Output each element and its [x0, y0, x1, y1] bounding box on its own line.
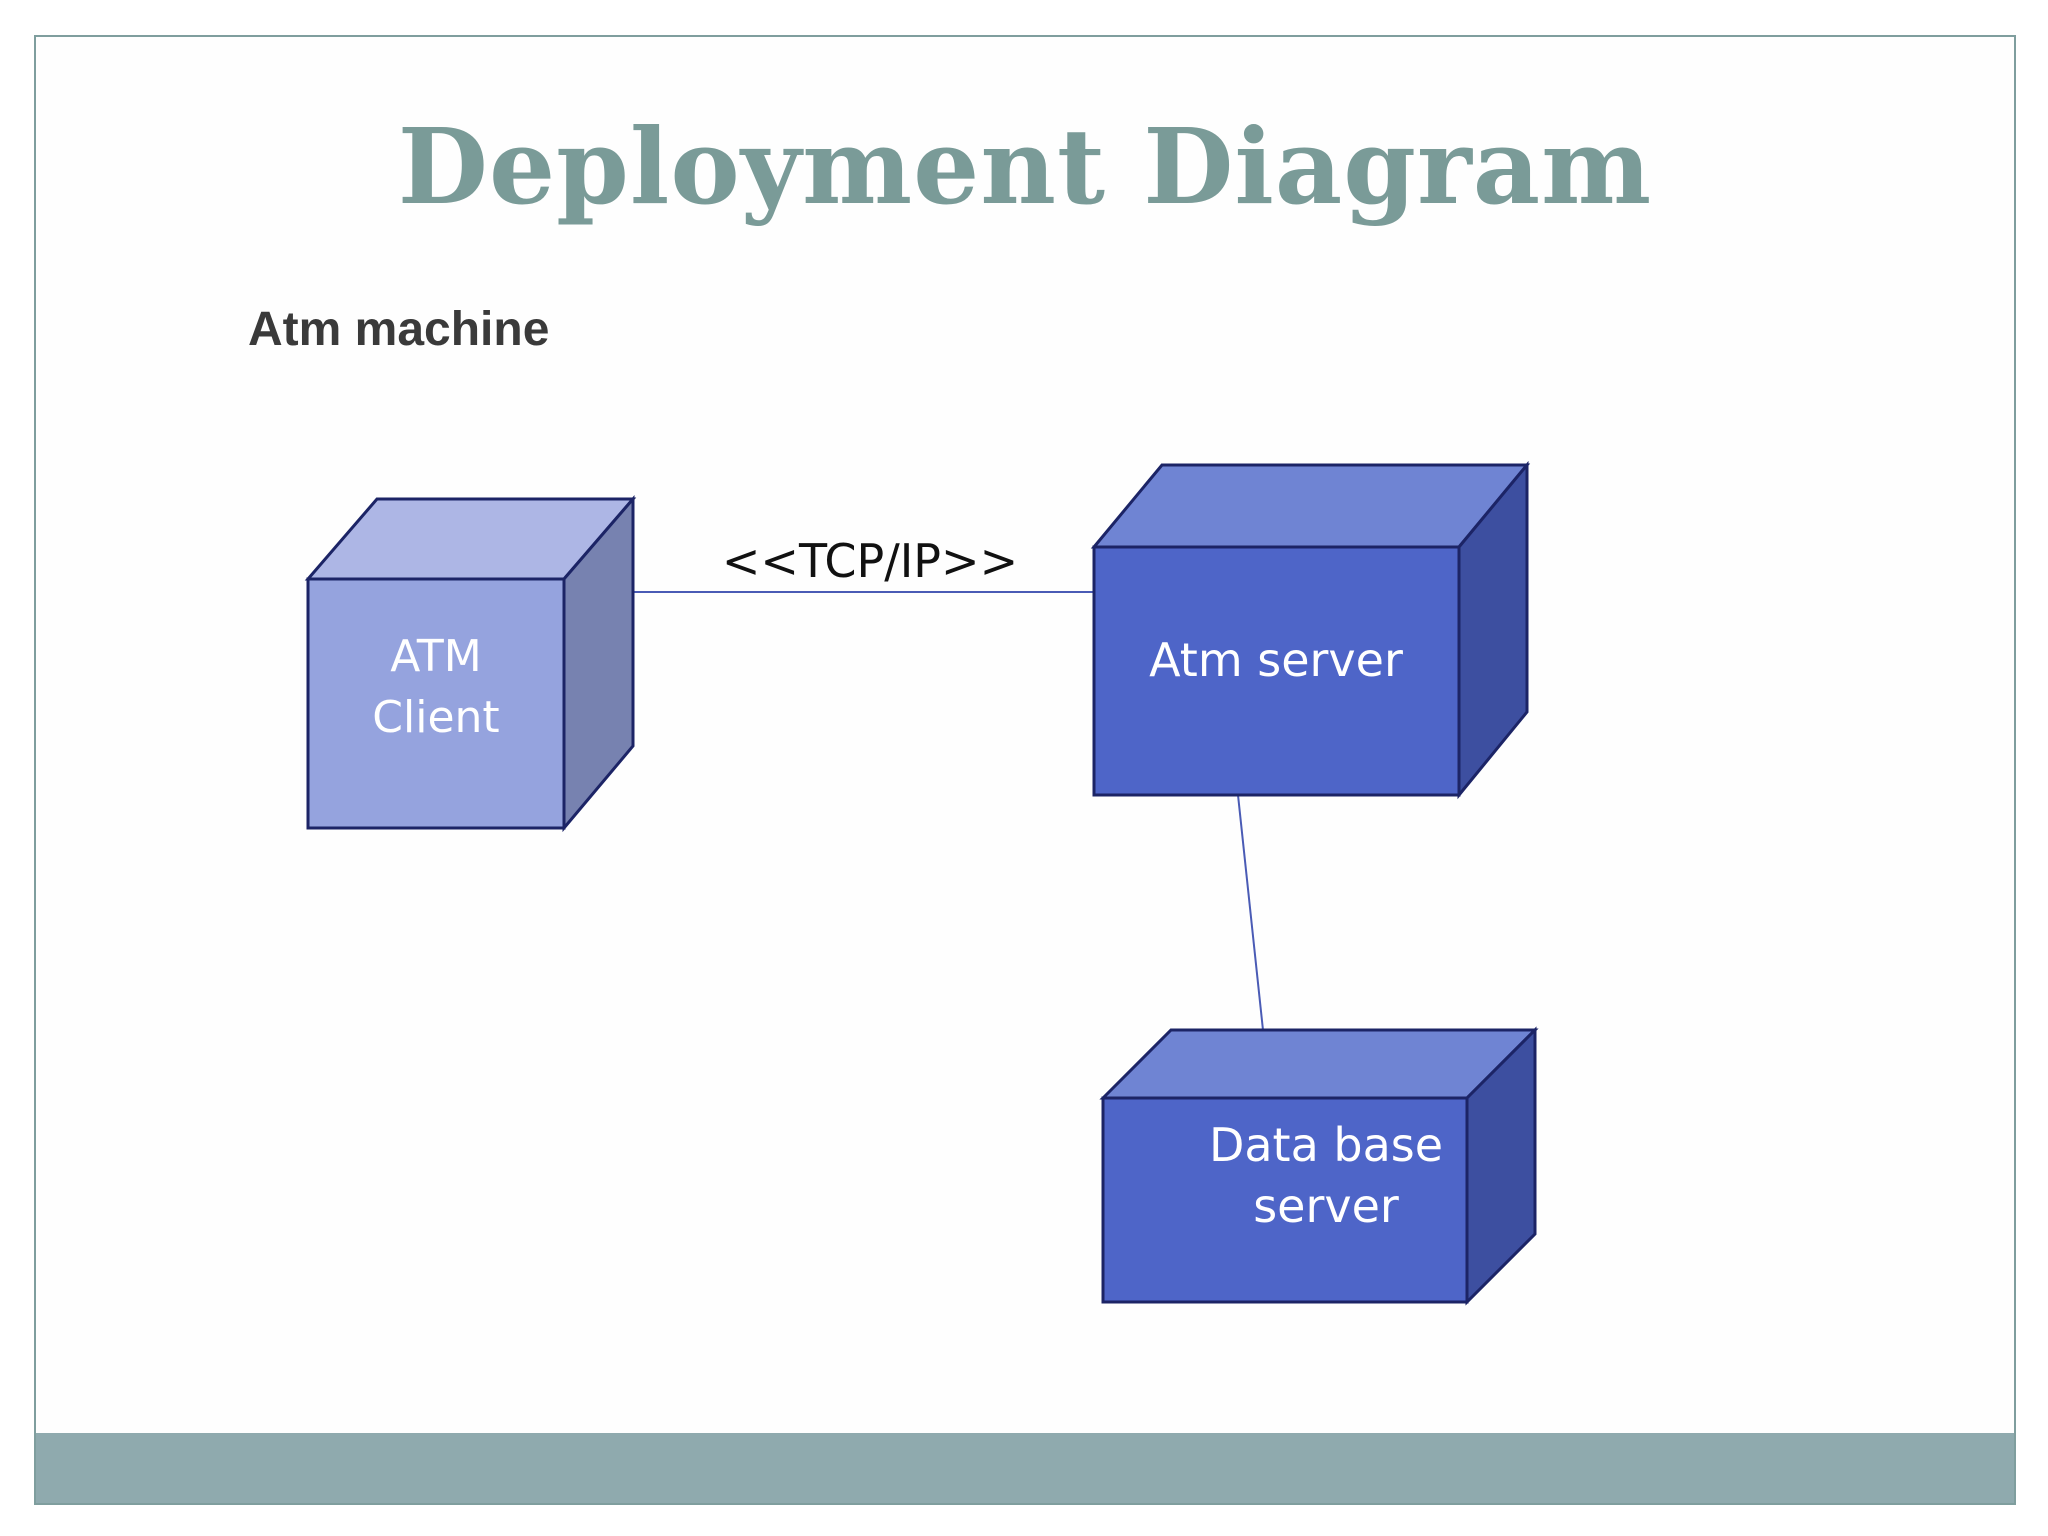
node-atm-server-top	[1090, 463, 1531, 549]
diagram-subtitle: Atm machine	[248, 303, 550, 356]
slide-title: Deployment Diagram	[397, 105, 1653, 228]
slide: Deployment Diagram Atm machine <<TCP/IP>…	[34, 35, 2016, 1505]
connection-label-tcpip: <<TCP/IP>>	[722, 534, 1018, 588]
node-database-server-label-line1: Data base	[1209, 1118, 1443, 1172]
node-atm-client-front	[306, 577, 566, 830]
node-atm-server-label: Atm server	[1149, 633, 1403, 687]
footer-band	[36, 1433, 2014, 1503]
node-atm-server-front	[1092, 545, 1461, 797]
node-atm-client-label-line2: Client	[372, 692, 499, 743]
connection-line-db	[1237, 794, 1266, 1050]
node-database-server-top	[1099, 1028, 1539, 1100]
node-atm-server: Atm server	[1090, 460, 1531, 800]
node-atm-client-label-line1: ATM	[390, 631, 482, 682]
deployment-diagram: <<TCP/IP>> ATM Client Atm server	[304, 460, 1539, 1306]
node-database-server-front	[1101, 1096, 1469, 1304]
node-atm-client: ATM Client	[304, 494, 637, 833]
node-database-server: Data base server	[1099, 1026, 1539, 1306]
node-database-server-label-line2: server	[1253, 1179, 1399, 1233]
